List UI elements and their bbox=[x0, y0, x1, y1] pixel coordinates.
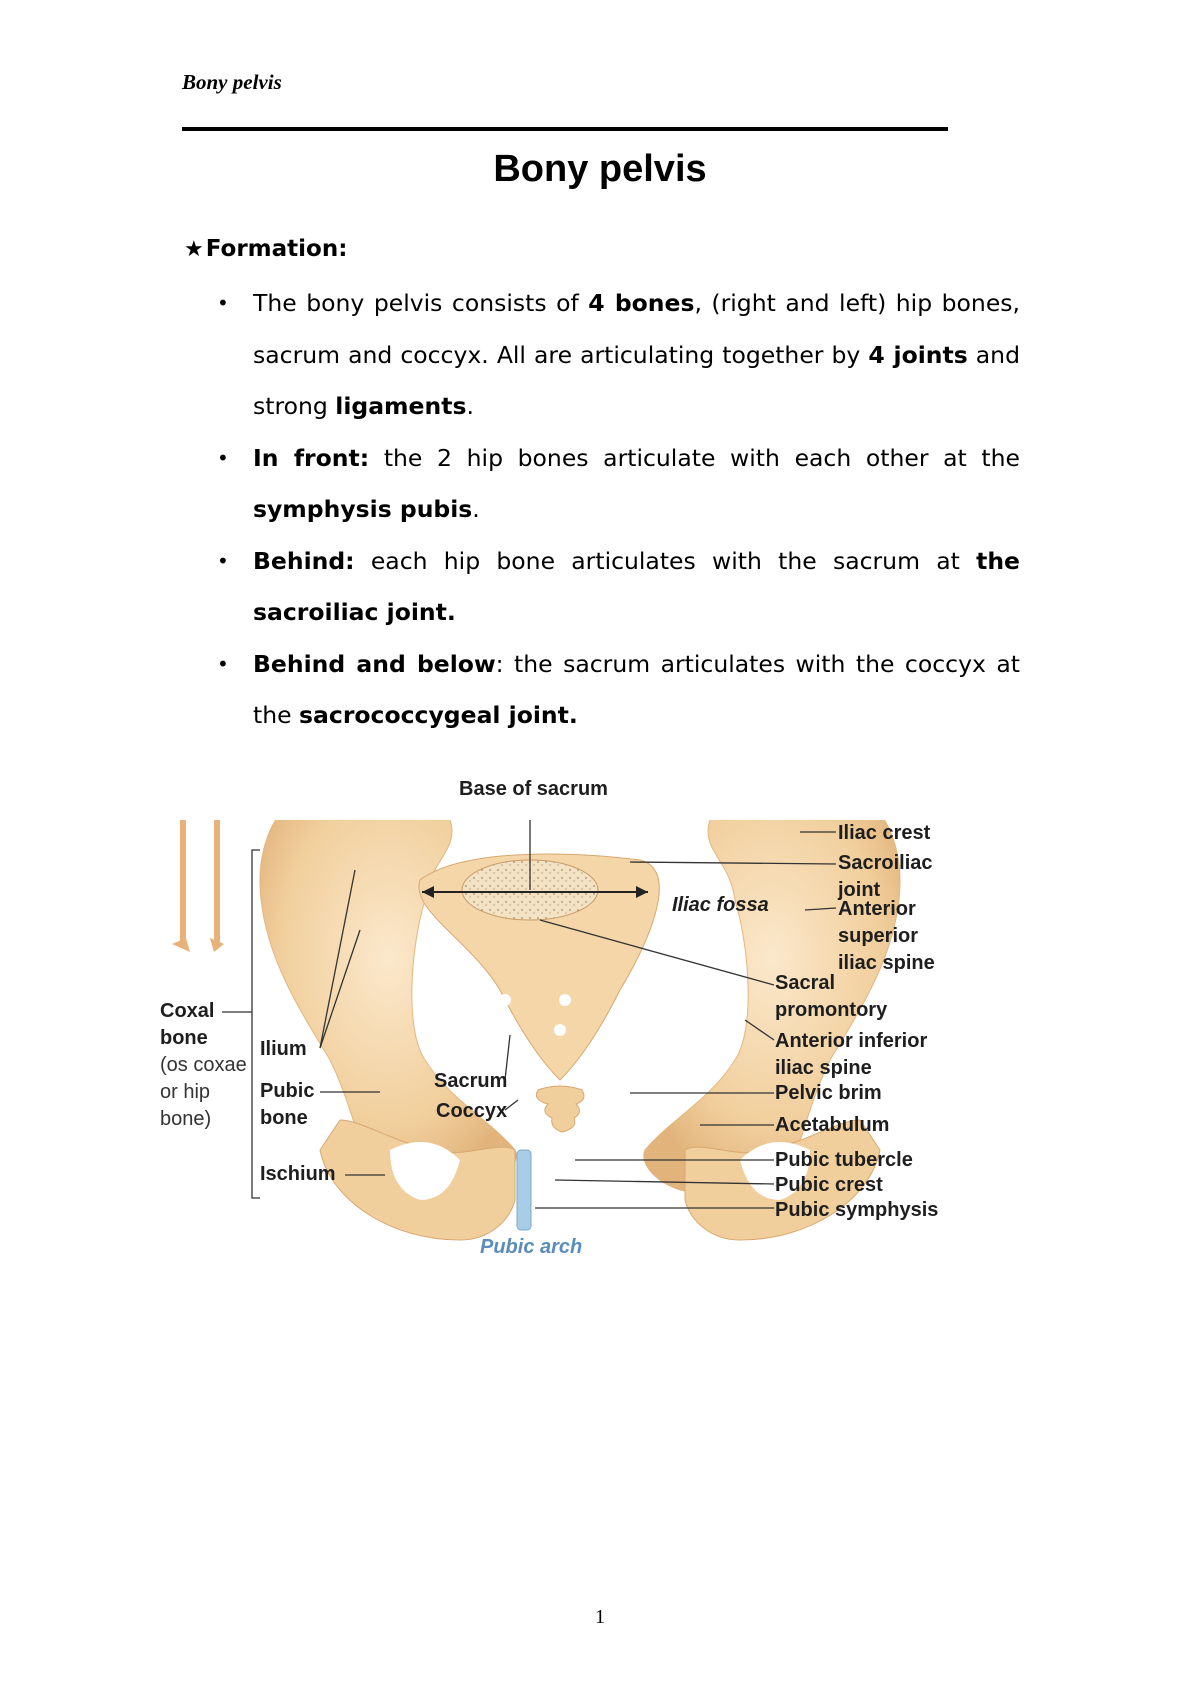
label-acetabulum: Acetabulum bbox=[775, 1114, 890, 1136]
bullet-text: . bbox=[472, 495, 480, 523]
label-sacral-promontory: Sacral promontory bbox=[775, 972, 888, 1021]
label-base-of-sacrum: Base of sacrum bbox=[459, 778, 608, 800]
label-ilium: Ilium bbox=[260, 1038, 307, 1060]
page-number: 1 bbox=[595, 1606, 605, 1628]
label-coxal-bone: Coxal bone bbox=[160, 1000, 215, 1049]
bold-term: Behind: bbox=[253, 546, 355, 575]
bullet-text: each hip bone articulates with the sacru… bbox=[354, 546, 977, 575]
label-anterior-superior-iliac-spine: Anterior superior iliac spine bbox=[838, 898, 935, 974]
label-coccyx: Coccyx bbox=[436, 1100, 508, 1122]
bold-term: sacrococcygeal joint. bbox=[299, 701, 578, 729]
label-sacroiliac-joint: Sacroiliac joint bbox=[838, 852, 933, 901]
bold-term: the sacroiliac joint. bbox=[253, 546, 1020, 627]
bullet-text: The bony pelvis consists of bbox=[253, 289, 589, 317]
page-title: Bony pelvis bbox=[493, 148, 707, 190]
formation-bullet-list: The bony pelvis consists of 4 bones, (ri… bbox=[215, 278, 1020, 742]
bullet-text: the 2 hip bones articulate with each oth… bbox=[369, 443, 1020, 472]
bold-term: symphysis pubis bbox=[253, 495, 473, 523]
label-iliac-crest: Iliac crest bbox=[838, 822, 931, 844]
label-anterior-inferior-iliac-spine: Anterior inferior iliac spine bbox=[775, 1030, 928, 1079]
label-pubic-symphysis: Pubic symphysis bbox=[775, 1199, 939, 1221]
label-sacrum: Sacrum bbox=[434, 1070, 508, 1092]
bullet-text: . bbox=[466, 392, 474, 420]
bullet-text: and strong bbox=[253, 340, 1020, 421]
section-heading-text: Formation: bbox=[205, 236, 348, 262]
label-pubic-bone: Pubic bone bbox=[260, 1080, 315, 1129]
label-iliac-fossa: Iliac fossa bbox=[672, 894, 769, 916]
bullet-item: In front: the 2 hip bones articulate wit… bbox=[215, 433, 1020, 536]
bold-term: In front: bbox=[253, 443, 370, 472]
bold-term: 4 joints bbox=[868, 340, 968, 369]
bullet-text: , (right and left) hip bones, sacrum and… bbox=[253, 289, 1020, 369]
locator-skeleton-icon bbox=[172, 820, 224, 952]
pelvis-illustration bbox=[172, 820, 901, 1241]
bullet-item: Behind: each hip bone articulates with t… bbox=[215, 536, 1020, 639]
bold-term: 4 bones bbox=[588, 289, 695, 317]
label-os-coxae: (os coxae or hip bone) bbox=[160, 1054, 247, 1130]
bold-term: ligaments bbox=[335, 392, 467, 420]
label-pubic-arch: Pubic arch bbox=[480, 1236, 583, 1258]
label-pubic-crest: Pubic crest bbox=[775, 1174, 883, 1196]
bullet-item: The bony pelvis consists of 4 bones, (ri… bbox=[215, 278, 1020, 433]
star-icon: ★ bbox=[184, 237, 204, 262]
bullet-item: Behind and below: the sacrum articulates… bbox=[215, 639, 1020, 742]
label-ischium: Ischium bbox=[260, 1163, 336, 1185]
label-pubic-tubercle: Pubic tubercle bbox=[775, 1149, 913, 1171]
bullet-text: : the sacrum articulates with the coccyx… bbox=[253, 649, 1020, 730]
section-heading-formation: ★Formation: bbox=[184, 236, 347, 262]
running-header: Bony pelvis bbox=[182, 70, 282, 94]
label-pelvic-brim: Pelvic brim bbox=[775, 1082, 882, 1104]
header-rule bbox=[182, 127, 948, 131]
bold-term: Behind and below bbox=[253, 649, 496, 678]
pelvis-anatomy-figure: Base of sacrum Iliac crest Sacroiliac jo… bbox=[160, 778, 1040, 1380]
